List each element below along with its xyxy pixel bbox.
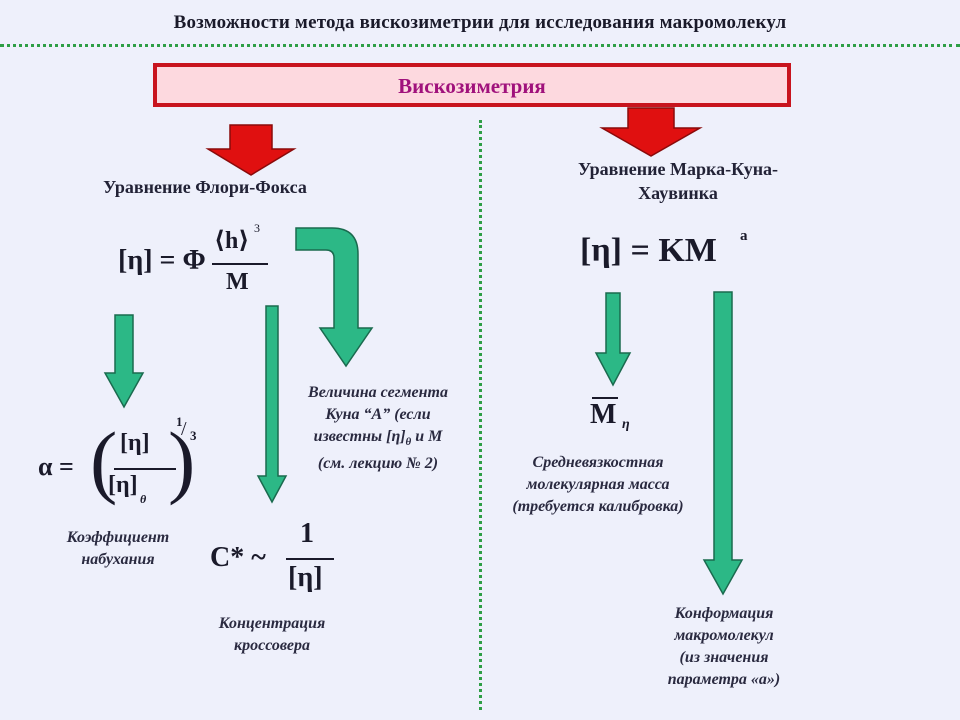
flory-fox-lhs: [η] = Φ xyxy=(118,245,206,276)
swelling-denominator-subscript: θ xyxy=(140,492,147,506)
swelling-lhs: α = xyxy=(38,452,74,481)
flory-fox-denominator: M xyxy=(226,269,249,295)
kuhn-note-line-3: известны [η]θ и M xyxy=(278,426,478,453)
mkh-heading-line-1: Уравнение Марка-Куна- xyxy=(577,159,779,179)
crossover-denominator: [η] xyxy=(288,562,323,593)
swelling-exponent-den: 3 xyxy=(190,428,197,443)
swelling-formula: α = ( [η] [η] θ ) 1 / 3 xyxy=(38,414,213,520)
mass-symbol: M η xyxy=(590,395,650,435)
conformation-label: Конформация макромолекул (из значения па… xyxy=(624,603,824,691)
page-title: Возможности метода вискозиметрии для исс… xyxy=(173,12,787,33)
swelling-label: Коэффициент набухания xyxy=(18,527,218,571)
mass-label-line-2: молекулярная масса xyxy=(526,476,670,493)
flory-fox-heading: Уравнение Флори-Фокса xyxy=(103,177,307,197)
red-down-arrow-right xyxy=(599,107,703,157)
kuhn-note-line-3b: и M xyxy=(411,428,443,445)
swelling-left-paren: ( xyxy=(90,415,118,506)
mass-label-line-1: Средневязкостная xyxy=(532,454,664,471)
crossover-lhs: C* ~ xyxy=(210,542,266,573)
conf-label-line-2: макромолекул xyxy=(674,627,774,644)
flory-fox-fraction-bar xyxy=(212,263,268,265)
conf-label-line-3: (из значения xyxy=(679,649,769,666)
swelling-fraction-bar xyxy=(114,468,176,470)
green-arrow-to-mass xyxy=(594,292,632,387)
conf-label-line-4: параметра «a») xyxy=(667,671,781,688)
title-divider xyxy=(0,44,960,47)
swelling-denominator: [η] xyxy=(108,472,138,498)
mark-kuhn-houwink-heading: Уравнение Марка-Куна- Хаувинка xyxy=(528,157,828,205)
center-divider xyxy=(479,120,482,710)
swelling-right-paren: ) xyxy=(168,415,196,506)
mass-label-line-3: (требуется калибровка) xyxy=(512,498,684,515)
green-arrow-to-swelling xyxy=(103,314,145,409)
crossover-fraction-bar xyxy=(286,558,334,560)
crossover-label-line-2: кроссовера xyxy=(234,637,310,654)
mass-subscript: η xyxy=(622,417,630,432)
green-bent-arrow xyxy=(295,227,374,368)
red-down-arrow-left xyxy=(205,124,297,176)
conf-label-line-1: Конформация xyxy=(674,605,774,622)
mass-letter: M xyxy=(590,399,617,430)
green-arrow-to-crossover xyxy=(256,305,288,504)
green-arrow-to-conformation xyxy=(702,291,744,596)
swelling-label-line-2: набухания xyxy=(81,551,155,568)
viscometry-box: Вискозиметрия xyxy=(153,63,791,107)
mass-label: Средневязкостная молекулярная масса (тре… xyxy=(480,452,716,518)
kuhn-segment-note: Величина сегмента Куна “A” (если известн… xyxy=(278,382,478,475)
kuhn-note-line-1: Величина сегмента xyxy=(308,384,448,401)
flory-fox-numerator: ⟨h⟩ xyxy=(214,228,250,254)
crossover-numerator: 1 xyxy=(300,518,314,549)
crossover-formula: C* ~ 1 [η] xyxy=(210,518,340,608)
kuhn-note-line-4: (см. лекцию № 2) xyxy=(317,455,439,473)
mkh-lhs: [η] = KM xyxy=(580,232,717,269)
crossover-label-line-1: Концентрация xyxy=(218,615,326,632)
swelling-numerator: [η] xyxy=(120,430,150,456)
mark-kuhn-houwink-formula: [η] = KM a xyxy=(580,224,770,284)
swelling-label-line-1: Коэффициент xyxy=(66,529,170,546)
flory-fox-formula: [η] = Φ ⟨h⟩ 3 M xyxy=(118,221,288,305)
swelling-exponent-slash: / xyxy=(181,418,187,440)
crossover-label: Концентрация кроссовера xyxy=(172,613,372,657)
mass-overline xyxy=(592,397,618,399)
flory-fox-exponent: 3 xyxy=(254,221,260,235)
mkh-heading-line-2: Хаувинка xyxy=(638,183,718,203)
kuhn-note-line-2: Куна “A” (если xyxy=(325,406,431,423)
swelling-exponent-num: 1 xyxy=(176,414,183,429)
kuhn-note-subscript: θ xyxy=(405,436,412,449)
mkh-exponent: a xyxy=(740,228,748,244)
kuhn-note-line-3a: известны [η] xyxy=(313,428,406,445)
